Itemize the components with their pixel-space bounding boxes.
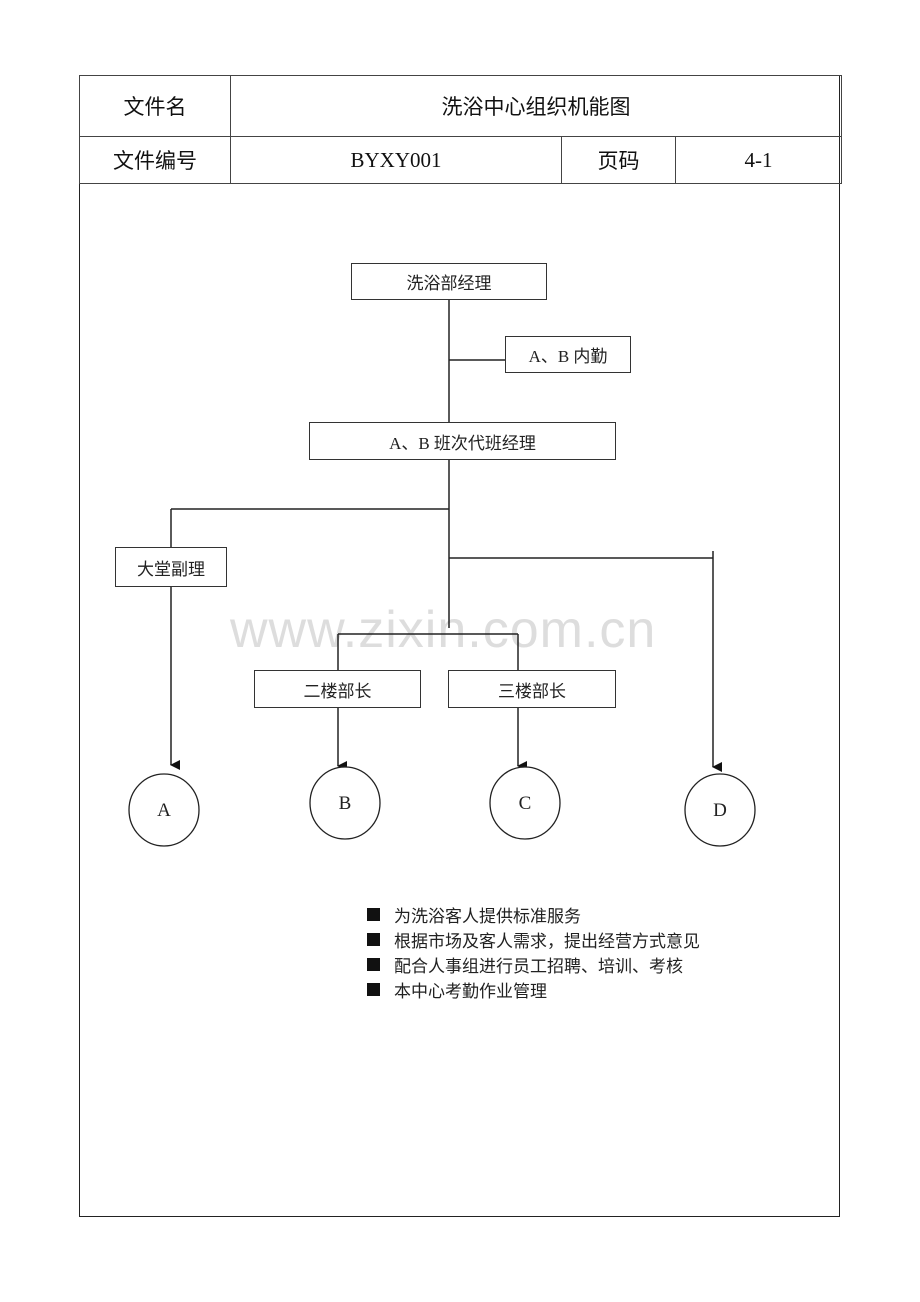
circle-label-c: C [518,793,532,814]
node-floor3-head: 三楼部长 [448,670,616,708]
document-header-table: 文件名 洗浴中心组织机能图 文件编号 BYXY001 页码 4-1 [79,75,843,184]
circle-label-d: D [713,800,727,821]
node-lobby-assistant: 大堂副理 [115,547,227,587]
duty-item: 配合人事组进行员工招聘、培训、考核 [367,952,700,977]
circle-b [309,766,381,840]
duties-list: 为洗浴客人提供标准服务 根据市场及客人需求，提出经营方式意见 配合人事组进行员工… [367,902,700,1002]
node-floor2-head: 二楼部长 [254,670,421,708]
duty-item: 本中心考勤作业管理 [367,977,700,1002]
duty-item: 为洗浴客人提供标准服务 [367,902,700,927]
node-ab-internal: A、B 内勤 [505,336,631,373]
square-bullet-icon [367,958,380,971]
page-label: 页码 [561,136,676,184]
circle-d [684,773,756,847]
square-bullet-icon [367,933,380,946]
circle-label-b: B [338,793,352,814]
page-number-value: 4-1 [674,136,843,184]
document-title: 洗浴中心组织机能图 [229,75,843,137]
circle-c [489,766,561,840]
file-number-value: BYXY001 [230,136,562,184]
circle-label-a: A [157,800,171,821]
circle-a [128,773,200,847]
node-bath-manager: 洗浴部经理 [351,263,547,300]
duty-item: 根据市场及客人需求，提出经营方式意见 [367,927,700,952]
node-ab-shift-manager: A、B 班次代班经理 [309,422,616,460]
file-number-label: 文件编号 [79,136,231,184]
square-bullet-icon [367,983,380,996]
square-bullet-icon [367,908,380,921]
